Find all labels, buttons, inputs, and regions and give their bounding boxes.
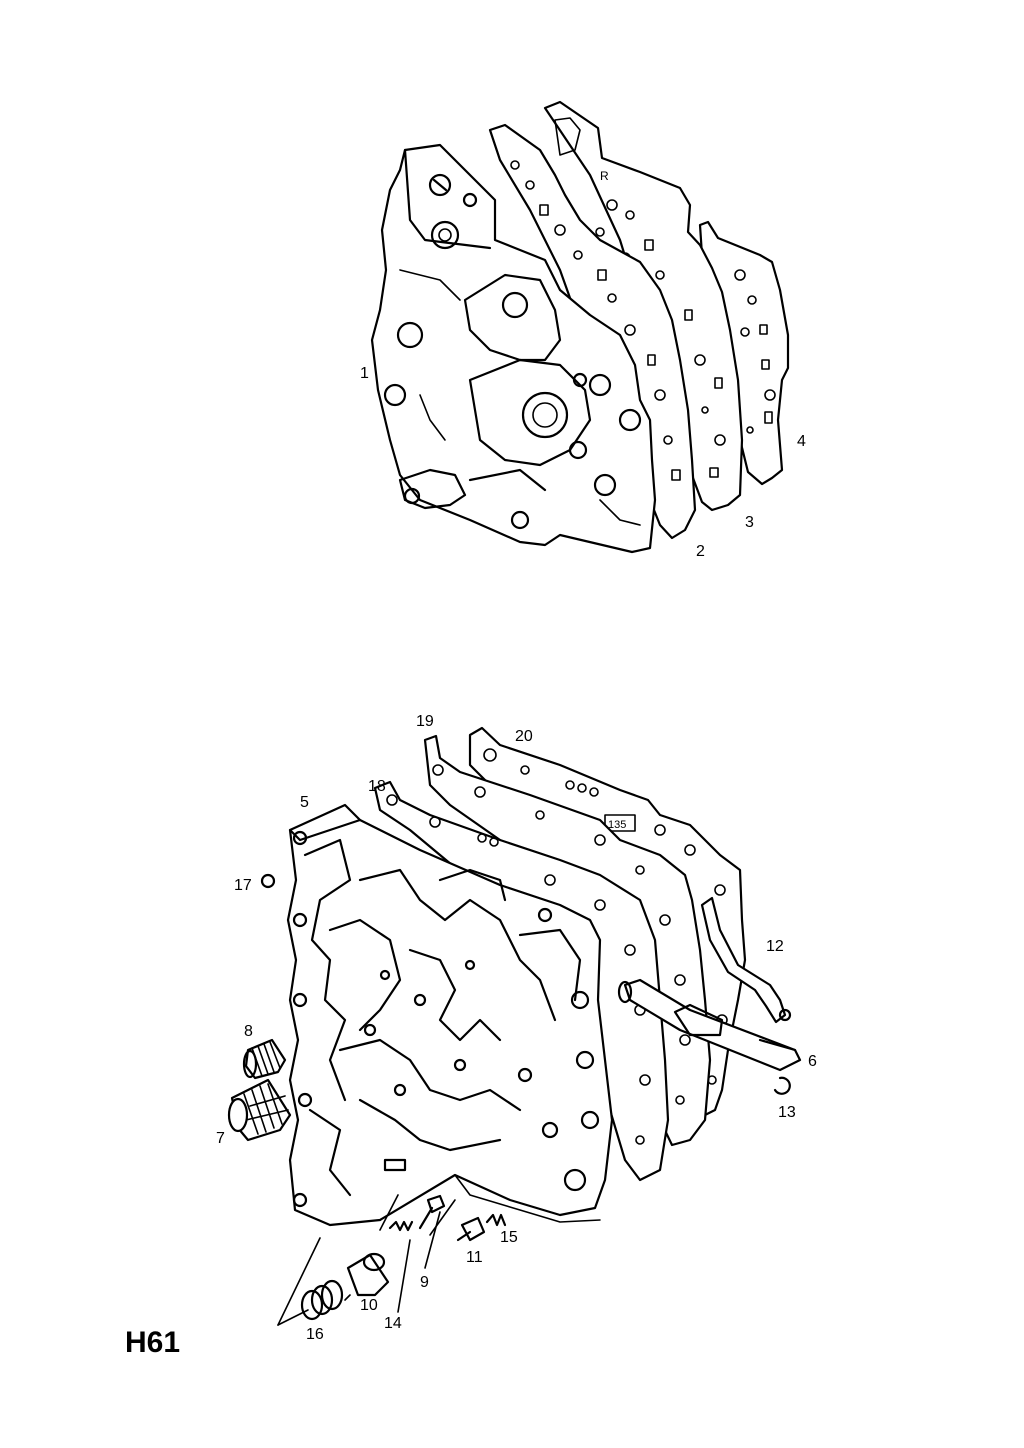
callout-19: 19 bbox=[416, 713, 434, 730]
callout-1: 1 bbox=[360, 365, 369, 382]
callout-10: 10 bbox=[360, 1297, 378, 1314]
callout-12: 12 bbox=[766, 938, 784, 955]
callout-16: 16 bbox=[306, 1326, 324, 1343]
part-17-o-ring bbox=[260, 873, 276, 889]
callout-20: 20 bbox=[515, 728, 533, 745]
part-13-circlip bbox=[773, 1076, 791, 1095]
callout-7: 7 bbox=[216, 1130, 225, 1147]
callout-3: 3 bbox=[745, 514, 754, 531]
callout-11: 11 bbox=[466, 1249, 483, 1266]
part-14-spring bbox=[388, 1220, 414, 1232]
upper-assembly: R bbox=[360, 100, 806, 560]
callout-6: 6 bbox=[808, 1053, 817, 1070]
lower-assembly: 13 5 bbox=[216, 713, 817, 1343]
part-9-plug bbox=[418, 1194, 446, 1230]
part-10-plug bbox=[346, 1252, 390, 1297]
part-11-plunger bbox=[456, 1216, 486, 1242]
callout-9: 9 bbox=[420, 1274, 429, 1291]
upper-callouts: 1 2 3 4 bbox=[360, 365, 806, 560]
plate-mark-r: R bbox=[600, 169, 609, 183]
part-1-valve-body bbox=[370, 143, 657, 554]
callout-8: 8 bbox=[244, 1023, 253, 1040]
diagram-code: H61 bbox=[125, 1326, 180, 1359]
part-12-tube bbox=[700, 896, 792, 1024]
part-6-shaft bbox=[617, 978, 802, 1072]
callout-17: 17 bbox=[234, 877, 252, 894]
callout-4: 4 bbox=[797, 433, 806, 450]
part-8-filter bbox=[242, 1038, 287, 1080]
callout-14: 14 bbox=[384, 1315, 402, 1332]
callout-13: 13 bbox=[778, 1104, 796, 1121]
leader-lines bbox=[277, 1194, 456, 1326]
plate-mark-135: 135 bbox=[608, 819, 626, 831]
part-7-filter bbox=[227, 1078, 292, 1142]
part-5-valve-body bbox=[286, 803, 614, 1227]
callout-18: 18 bbox=[368, 778, 386, 795]
lower-callouts: 5 6 7 8 9 10 11 12 13 14 15 16 17 18 19 … bbox=[216, 713, 817, 1343]
callout-5: 5 bbox=[300, 794, 309, 811]
callout-2: 2 bbox=[696, 543, 705, 560]
callout-15: 15 bbox=[500, 1229, 518, 1246]
part-15-spring bbox=[485, 1213, 507, 1227]
part-16-spring bbox=[300, 1279, 344, 1321]
